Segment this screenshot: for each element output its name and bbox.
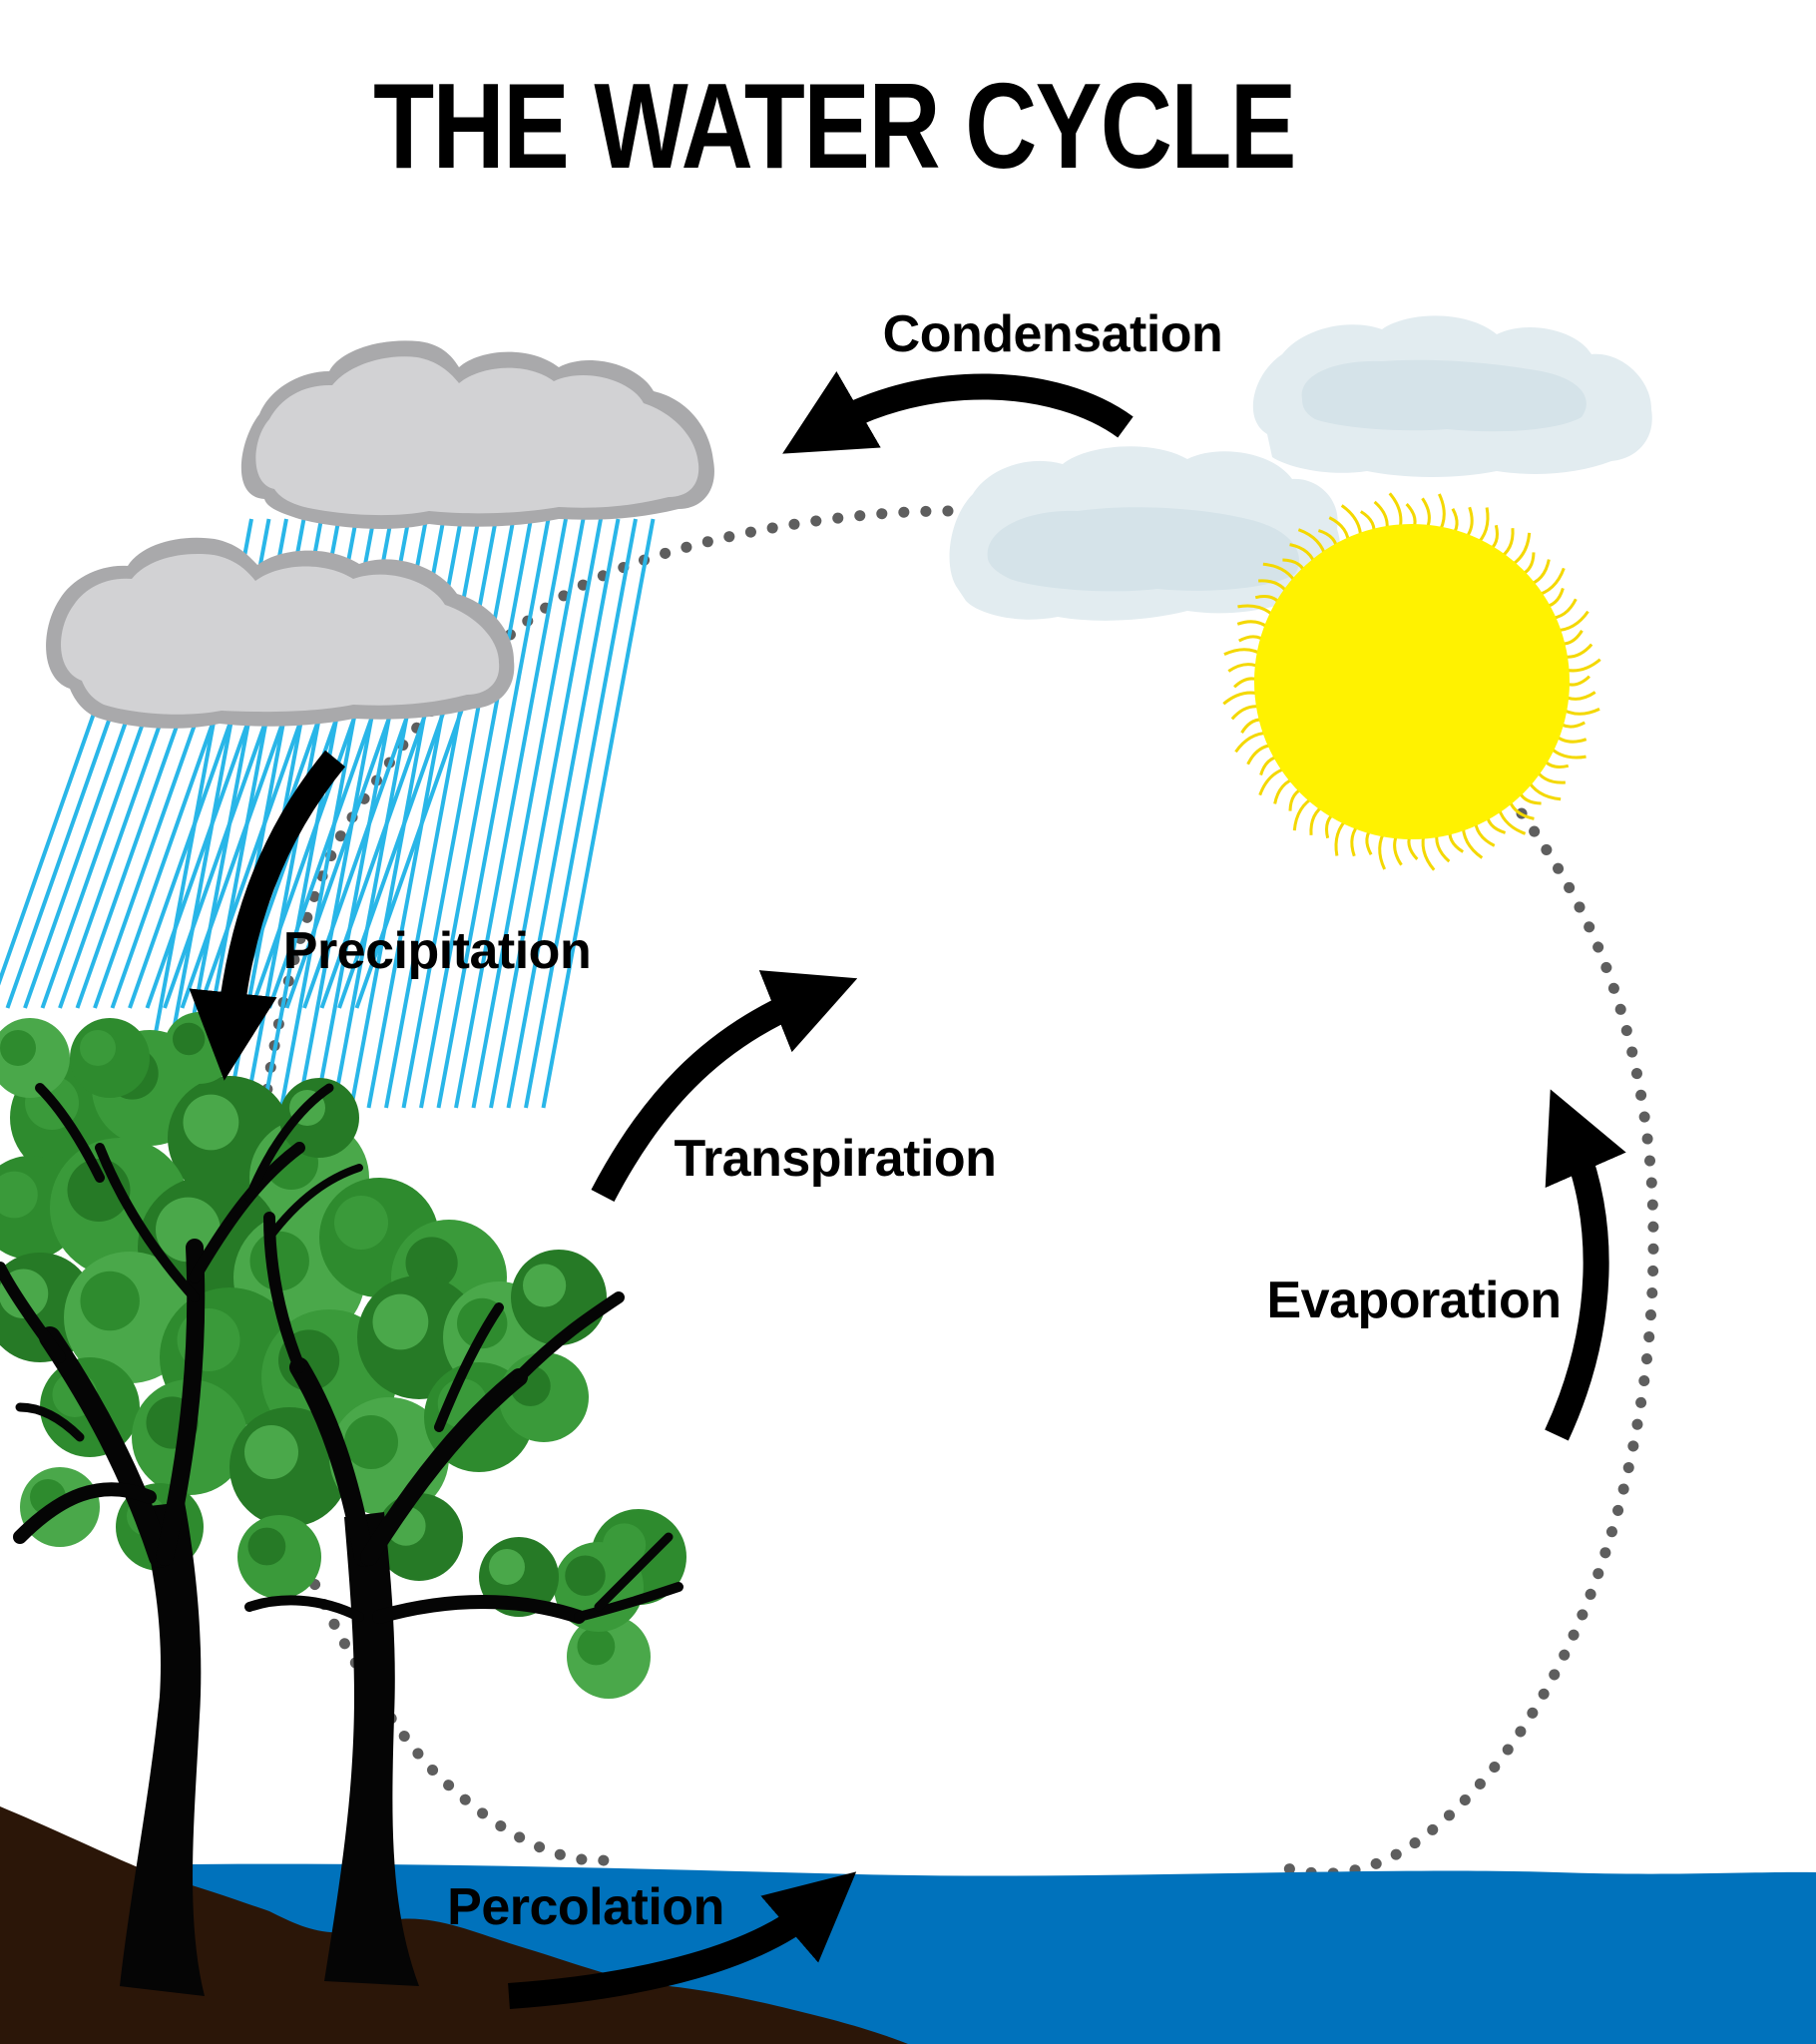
rain-streak (506, 518, 621, 1109)
precipitation-arrow (189, 750, 346, 1081)
diagram-title: THE WATER CYCLE (373, 58, 1295, 195)
leaf-cluster (80, 1271, 140, 1331)
leaf-cluster (173, 1022, 206, 1056)
rain-streak (471, 518, 586, 1109)
leaf-cluster (156, 1197, 221, 1263)
label-evaporation: Evaporation (1267, 1272, 1562, 1329)
rain-streak (75, 710, 185, 1009)
soil-icon (0, 1806, 908, 2044)
leaf-cluster (80, 1030, 116, 1066)
arrows (189, 371, 1626, 2009)
rain-streak (128, 710, 236, 1009)
rain-streak (198, 710, 306, 1009)
label-precipitation: Precipitation (283, 922, 591, 980)
rain-cloud-icon (46, 537, 515, 729)
rain-streak (145, 710, 254, 1009)
rain-streak (93, 710, 202, 1009)
leaf-cluster (565, 1555, 606, 1596)
leaf-cluster (334, 1196, 388, 1250)
rain-streak (163, 710, 271, 1009)
rain-streak (23, 710, 132, 1009)
condensation-arrow (782, 371, 1134, 454)
rain-streak (436, 518, 551, 1109)
rain-streak (0, 710, 97, 986)
leaf-cluster (523, 1264, 567, 1307)
leaf-cluster (344, 1415, 398, 1469)
rain-streak (249, 710, 359, 1009)
leaf-cluster (0, 1030, 36, 1066)
percolation-arrow (508, 1871, 857, 2009)
rain-streak (110, 710, 220, 1009)
rain-streak (319, 710, 429, 1009)
label-percolation: Percolation (447, 1878, 724, 1936)
leaf-cluster (372, 1293, 429, 1350)
rain-streak (40, 710, 150, 1009)
rain-streak (454, 518, 568, 1109)
rain-streak (354, 710, 464, 1009)
label-transpiration: Transpiration (675, 1130, 997, 1188)
rain-streak (489, 518, 603, 1109)
leaf-cluster (0, 1171, 38, 1219)
rain-streak (58, 710, 167, 1009)
rain-cloud-icon (240, 340, 714, 529)
transpiration-arrow (591, 970, 858, 1203)
rain-streak (284, 710, 394, 1009)
sun-icon (1222, 492, 1601, 871)
leaf-cluster (244, 1425, 298, 1479)
rain-streak (524, 518, 638, 1109)
rain-streak (5, 710, 115, 1009)
leaf-cluster (489, 1549, 525, 1585)
evaporation-arrow (1545, 1089, 1626, 1441)
rain-streak (180, 710, 289, 1009)
rain-streak (337, 710, 446, 1009)
leaf-cluster (183, 1094, 239, 1151)
rain-streak (541, 518, 656, 1109)
leaf-cluster (247, 1527, 286, 1566)
rain-streak (302, 710, 411, 1009)
leaf-cluster (577, 1627, 616, 1666)
rain-streak (419, 518, 533, 1109)
vapor-cloud-icon (949, 315, 1652, 621)
label-condensation: Condensation (883, 305, 1223, 363)
rain-streak (267, 710, 376, 1009)
